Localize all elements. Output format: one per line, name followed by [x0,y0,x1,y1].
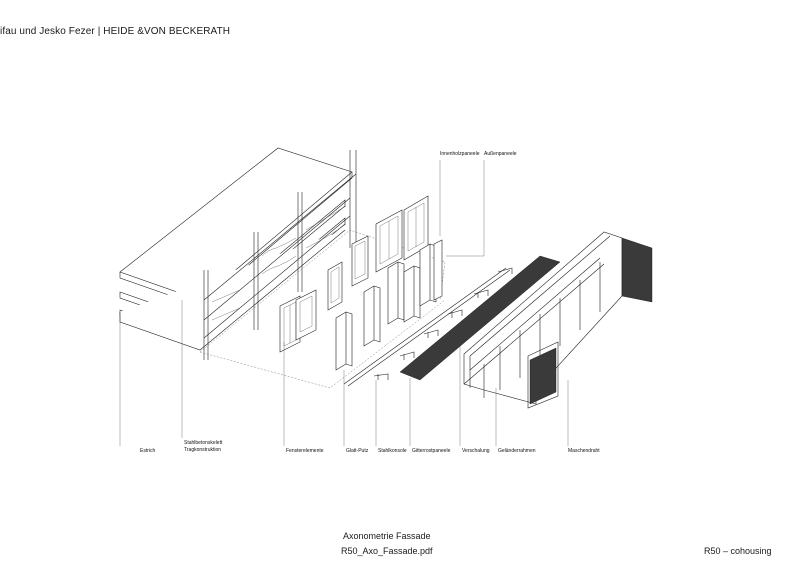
concrete-slab-group [119,147,353,351]
label-aussenpaneele: Außenpaneele [484,151,517,157]
label-innenholzpaneele: Innenholzpaneele [440,151,480,157]
leader-lines [119,160,569,446]
wood-panels [335,239,443,371]
plaster-strip [343,267,511,387]
grating-panel [399,255,561,381]
label-gelaenderrahmen: Geländerrahmen [498,448,536,454]
label-stahlkonsole: Stahlkonsole [378,448,407,454]
label-estrich: Estrich [140,448,156,454]
caption-title: Axonometrie Fassade [343,531,431,541]
window-elements [279,195,429,353]
label-gitterrostpaneele: Gitterrostpaneele [412,448,451,454]
label-stahlbetonskelett: Stahlbetonskelett [184,440,223,446]
label-fensterelemente: Fensterelemente [286,448,324,454]
label-verschalung: Verschalung [462,448,490,454]
label-tragkonstruktion: Tragkonstruktion [184,447,221,453]
railing-frame [463,231,653,409]
column-group [203,150,357,360]
project-label: R50 – cohousing [704,546,772,556]
caption-file: R50_Axo_Fassade.pdf [341,546,433,556]
header-credit: ifau und Jesko Fezer | HEIDE &VON BECKER… [0,26,231,37]
label-maschendraht: Maschendraht [568,448,600,454]
steel-consoles [373,267,513,380]
label-glatt-putz: Glatt-Putz [346,448,369,454]
